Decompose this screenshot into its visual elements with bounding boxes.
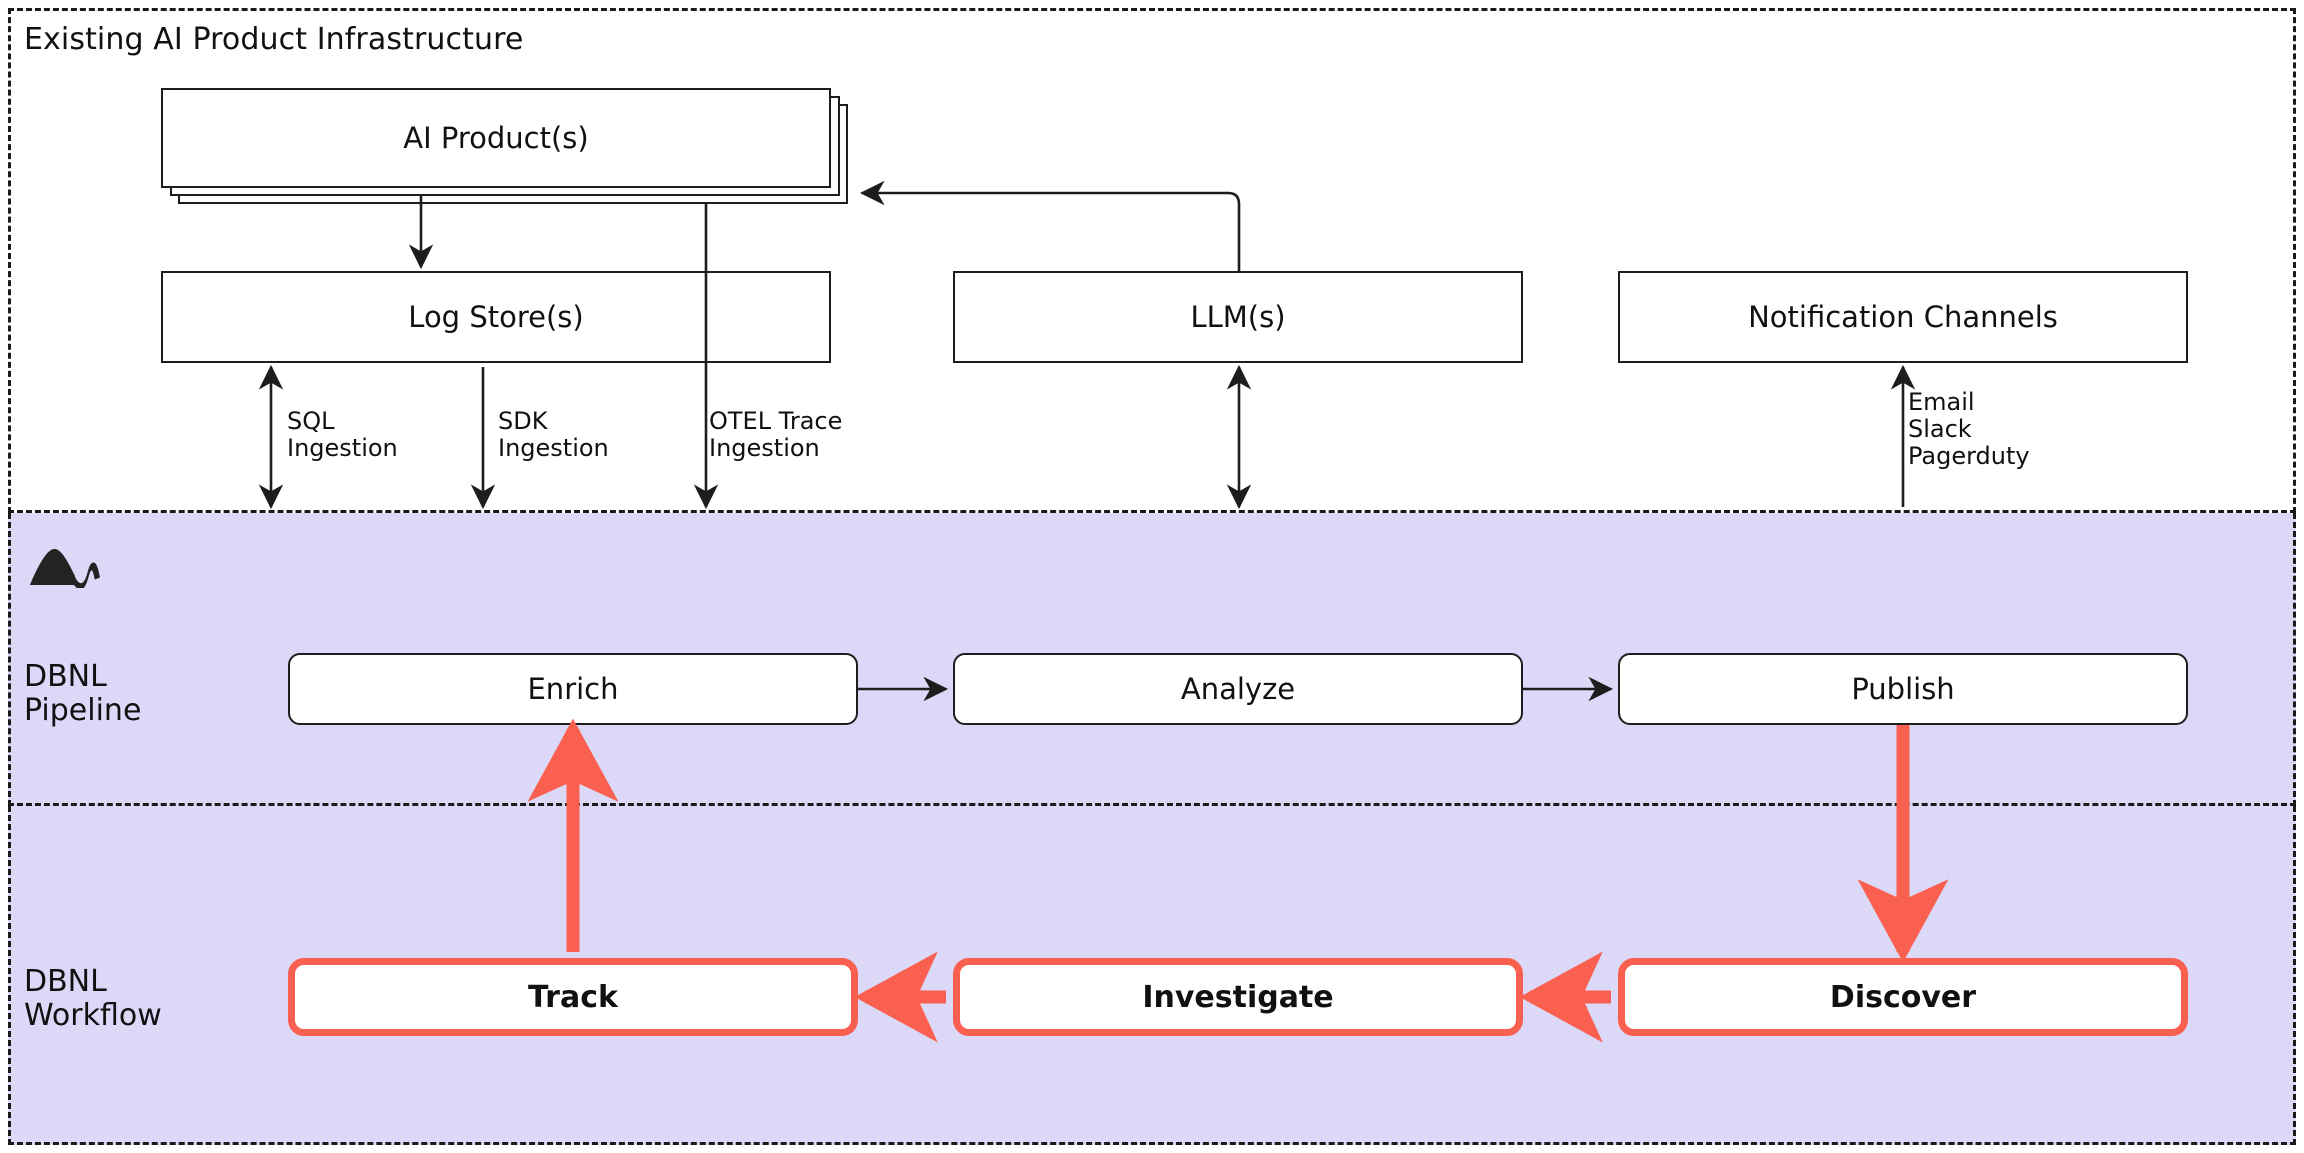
node-log-store[interactable]: Log Store(s) [161, 271, 831, 363]
edge-label-notification-targets: Email Slack Pagerduty [1908, 388, 2030, 470]
node-enrich[interactable]: Enrich [288, 653, 858, 725]
section-label-dbnl-workflow: DBNL Workflow [24, 964, 162, 1033]
node-llm[interactable]: LLM(s) [953, 271, 1523, 363]
node-discover[interactable]: Discover [1618, 958, 2188, 1036]
node-publish[interactable]: Publish [1618, 653, 2188, 725]
section-title-infrastructure: Existing AI Product Infrastructure [24, 22, 524, 57]
node-track[interactable]: Track [288, 958, 858, 1036]
node-ai-product[interactable]: AI Product(s) [161, 88, 831, 188]
node-analyze[interactable]: Analyze [953, 653, 1523, 725]
dbnl-mountain-logo [30, 549, 100, 588]
edge-label-otel-trace-ingestion: OTEL Trace Ingestion [709, 407, 843, 462]
edge-label-sql-ingestion: SQL Ingestion [287, 407, 398, 462]
node-investigate[interactable]: Investigate [953, 958, 1523, 1036]
section-label-dbnl-pipeline: DBNL Pipeline [24, 659, 142, 728]
edge-label-sdk-ingestion: SDK Ingestion [498, 407, 609, 462]
node-notification-channels[interactable]: Notification Channels [1618, 271, 2188, 363]
